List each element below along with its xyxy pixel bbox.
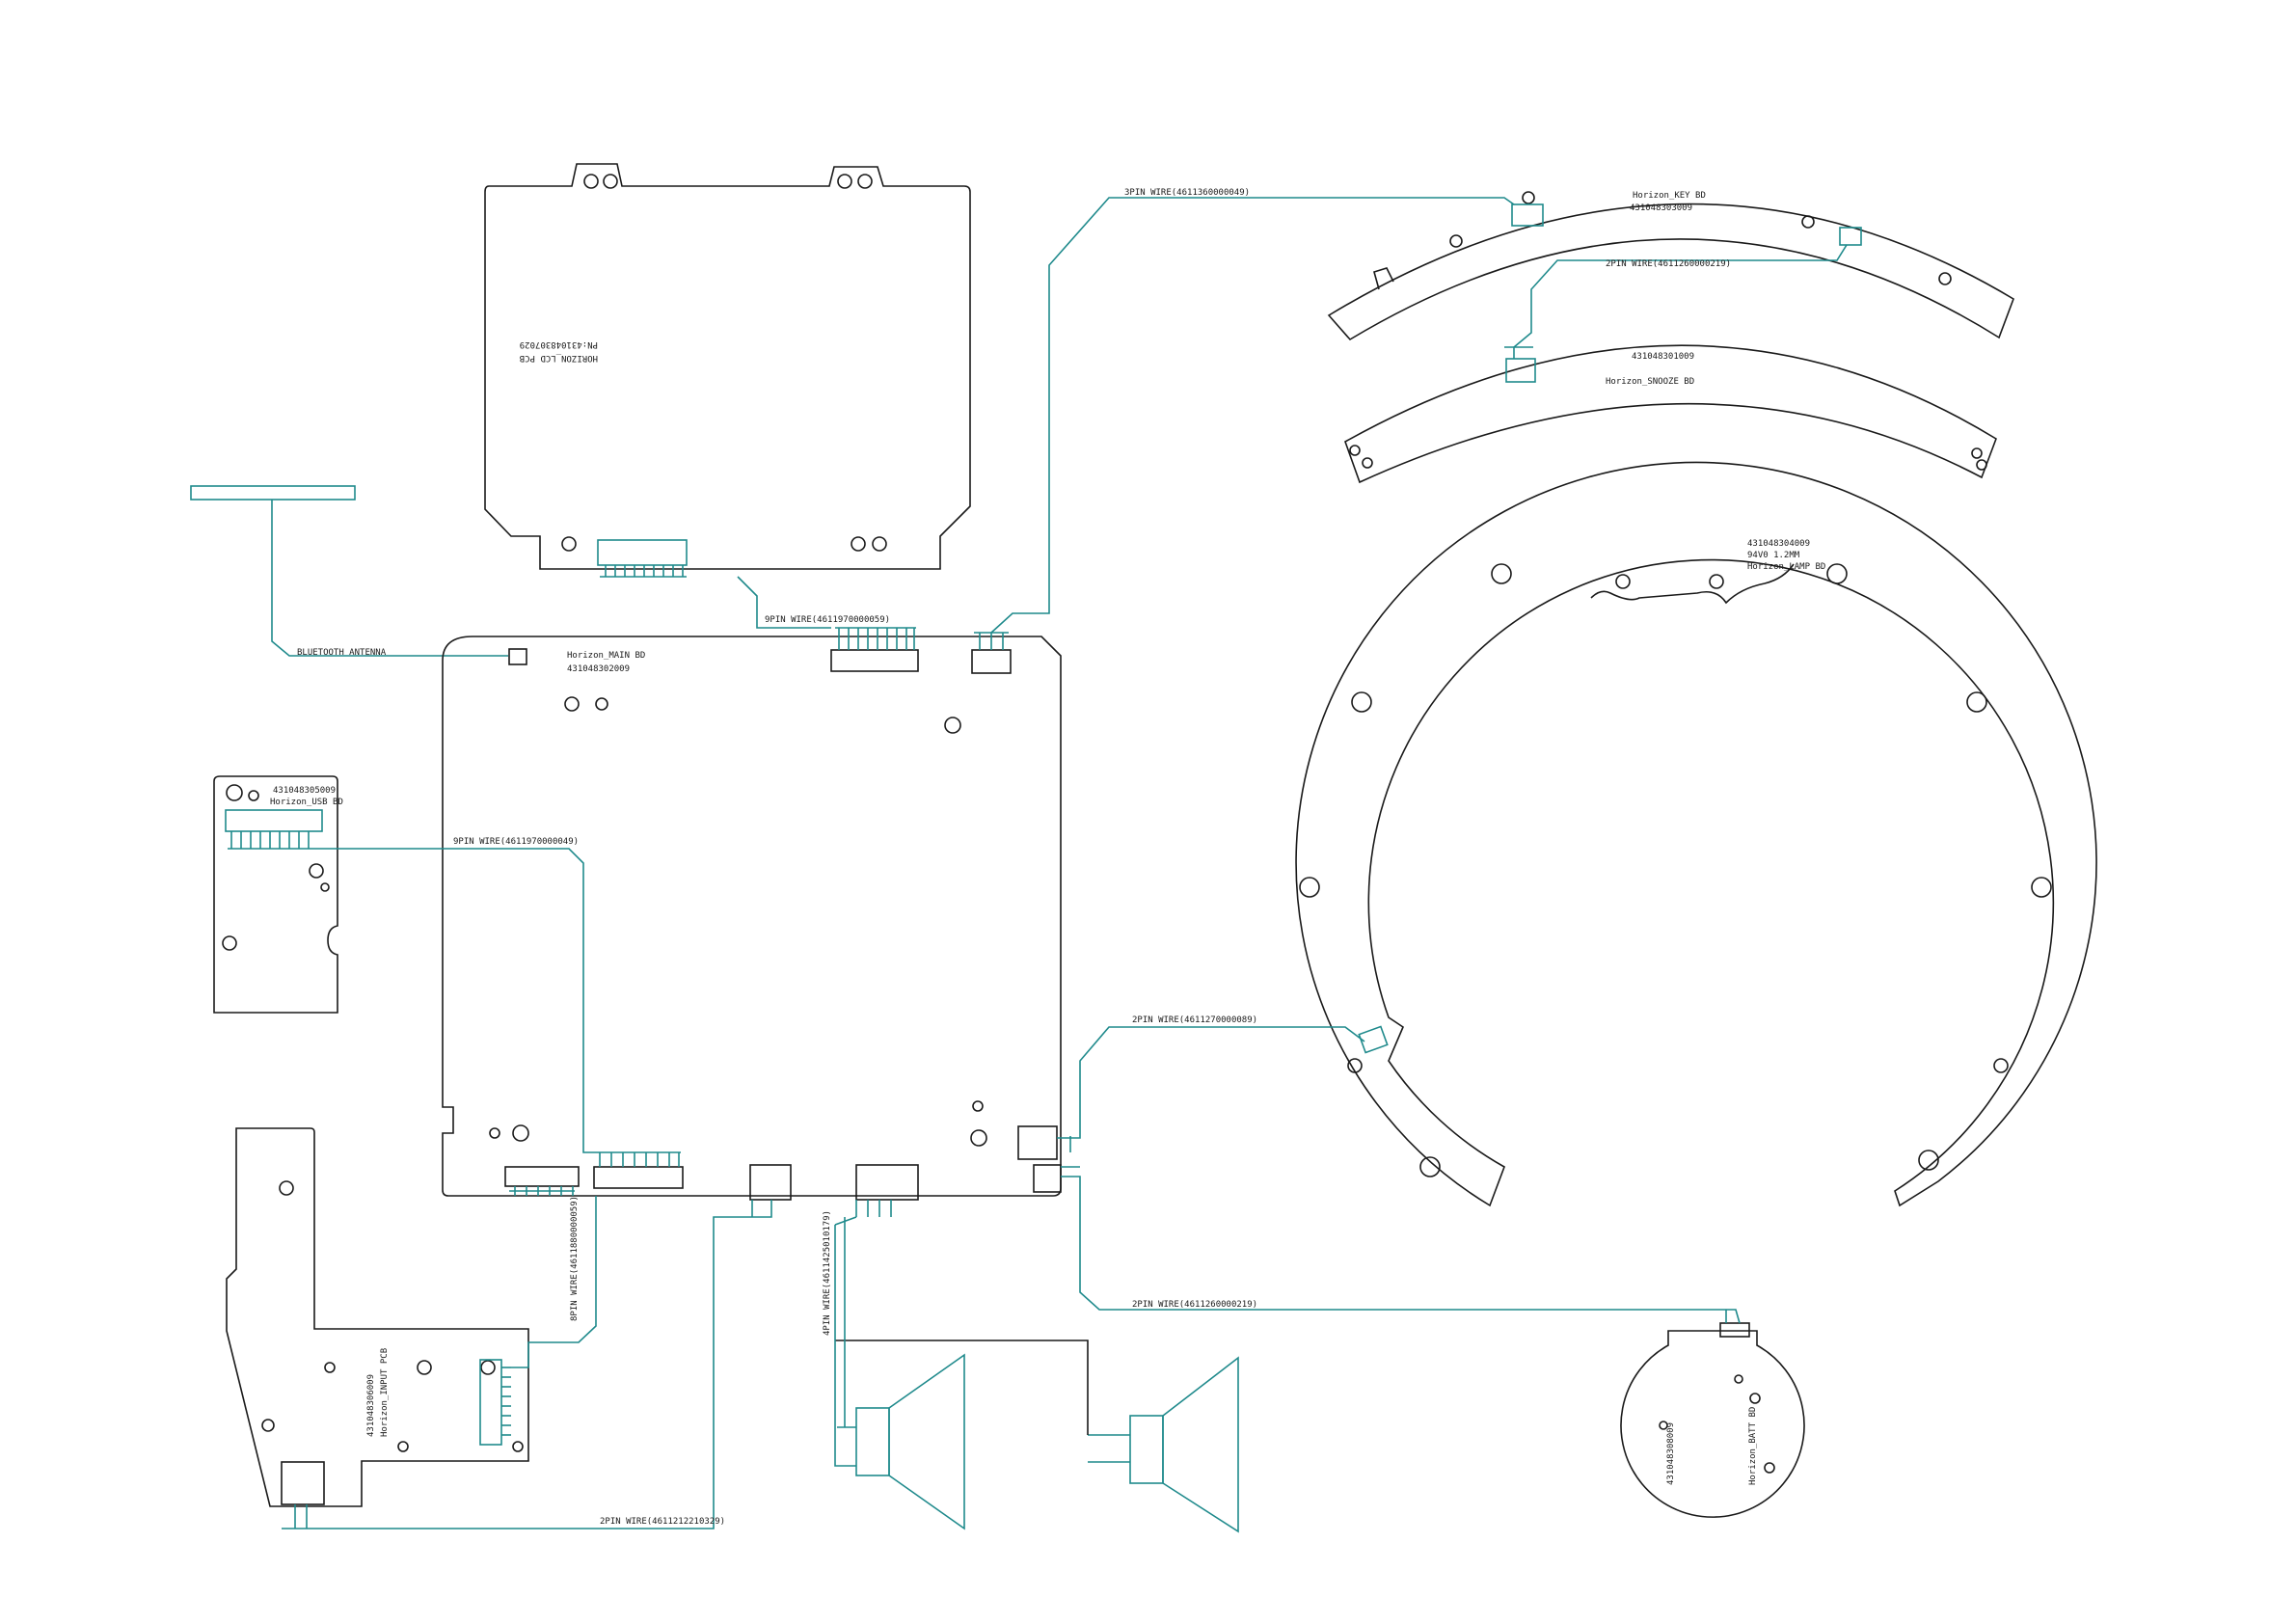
wire-input-main-label: 8PIN WIRE(4611880000059) [570, 1196, 580, 1321]
wire-lamp-main: 2PIN WIRE(4611270000089) [1057, 1015, 1365, 1152]
lamp-board-part: 431048304009 [1747, 539, 1810, 549]
wire-bottom-label: 2PIN WIRE(4611212210329) [600, 1517, 725, 1527]
wire-usb-main-label: 9PIN WIRE(4611970000049) [453, 837, 579, 847]
wire-lcd-main-label: 9PIN WIRE(4611970000059) [765, 615, 890, 625]
lcd-connector-pins [600, 565, 687, 578]
lamp-board-spec: 94V0 1.2MM [1747, 551, 1800, 560]
wire-usb-main: 9PIN WIRE(4611970000049) [228, 837, 590, 1153]
batt-board: 431048308009 Horizon_BATT BD [1620, 1322, 1805, 1518]
snooze-board: 431048301009 Horizon_SNOOZE BD [1344, 344, 1997, 484]
wire-snooze-key-label: 2PIN WIRE(4611260000219) [1606, 259, 1731, 269]
main-9pin-top-pins [835, 627, 916, 650]
wire-key-main-label: 3PIN WIRE(4611360000049) [1124, 188, 1250, 198]
wire-batt-main-label: 2PIN WIRE(4611260000219) [1132, 1300, 1257, 1310]
main-board-part: 431048302009 [567, 664, 630, 674]
antenna-label: BLUETOOTH ANTENNA [297, 648, 387, 658]
wire-batt-main: 2PIN WIRE(4611260000219) [1061, 1166, 1741, 1324]
input-pcb: 431048306009 Horizon_INPUT PCB [226, 1127, 529, 1507]
wire-lcd-main: 9PIN WIRE(4611970000059) [737, 576, 890, 629]
batt-board-name: Horizon_BATT BD [1748, 1407, 1758, 1485]
speaker-left [837, 1353, 965, 1530]
key-board: Horizon_KEY BD 431048303009 [1327, 191, 2014, 341]
bluetooth-antenna: BLUETOOTH ANTENNA [190, 485, 527, 665]
snooze-board-name: Horizon_SNOOZE BD [1606, 377, 1694, 387]
usb-board-name: Horizon_USB BD [270, 798, 343, 807]
main-board-name: Horizon_MAIN BD [567, 651, 645, 661]
lcd-pcb-part: PN:431048307029 [520, 339, 598, 349]
wire-input-main: 8PIN WIRE(4611880000059) [511, 1196, 597, 1368]
key-board-part: 431048303009 [1630, 203, 1692, 213]
usb-board: 431048305009 Horizon_USB BD [213, 775, 343, 1014]
wire-snooze-key: 2PIN WIRE(4611260000219) [1504, 244, 1848, 359]
lcd-pcb: HORIZON_LCD PCB PN:431048307029 [484, 163, 971, 578]
key-board-name: Horizon_KEY BD [1633, 191, 1706, 201]
wire-speaker-label: 4PIN WIRE(4611425010179) [823, 1210, 832, 1336]
wire-bottom: 2PIN WIRE(4611212210329) [282, 1200, 772, 1529]
input-pcb-name: Horizon_INPUT PCB [380, 1348, 390, 1437]
speaker-right [1088, 1356, 1239, 1533]
wire-speaker: 4PIN WIRE(4611425010179) [823, 1200, 1089, 1467]
batt-board-part: 431048308009 [1666, 1422, 1676, 1485]
lamp-board: 431048304009 94V0 1.2MM Horizon_LAMP BD [1295, 461, 2097, 1207]
lamp-board-name: Horizon_LAMP BD [1747, 562, 1825, 572]
input-pcb-part: 431048306009 [366, 1374, 376, 1437]
wire-key-main: 3PIN WIRE(4611360000049) [990, 188, 1515, 634]
usb-board-part: 431048305009 [273, 786, 336, 796]
main-board: Horizon_MAIN BD 431048302009 [442, 627, 1062, 1201]
lcd-pcb-name: HORIZON_LCD PCB [520, 353, 598, 363]
snooze-board-part: 431048301009 [1632, 352, 1694, 362]
wire-lamp-main-label: 2PIN WIRE(4611270000089) [1132, 1015, 1257, 1025]
